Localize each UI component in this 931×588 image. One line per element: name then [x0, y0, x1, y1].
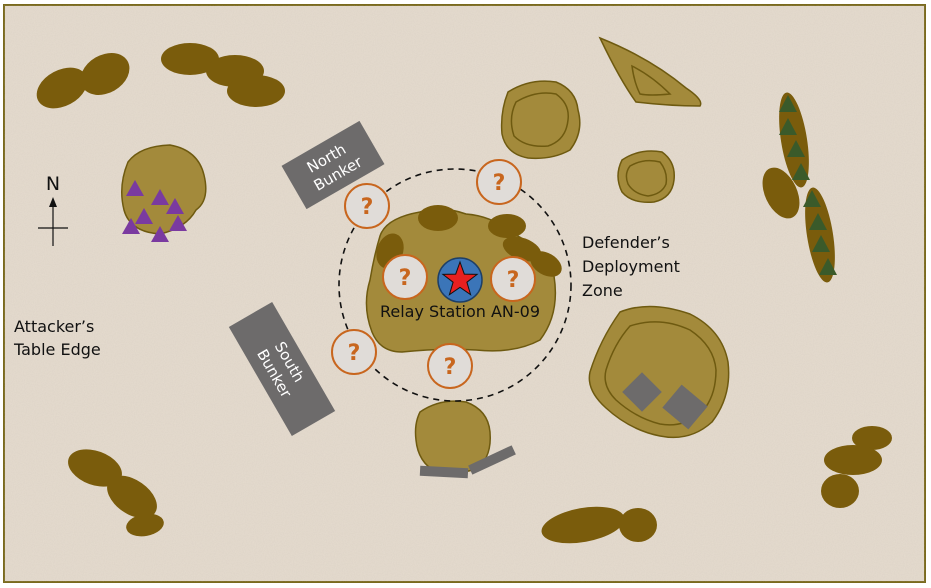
unknown-markers: ? ? ? ? ? ? — [331, 159, 536, 389]
unknown-marker-ring — [331, 329, 377, 375]
question-icon: ? — [493, 171, 506, 196]
unknown-marker[interactable]: ? — [427, 343, 473, 389]
unknown-marker-ring — [427, 343, 473, 389]
unknown-marker-ring — [490, 256, 536, 302]
deployment-zone-circle — [338, 168, 572, 402]
defender-zone-line-3: Zone — [582, 281, 623, 300]
purple-unit-icon — [169, 215, 187, 231]
tree-markers — [779, 95, 837, 275]
unknown-marker[interactable]: ? — [344, 183, 390, 229]
rock — [619, 508, 657, 542]
tree-icon — [779, 95, 797, 112]
hill-triangle-inner — [631, 64, 672, 96]
rock — [824, 445, 882, 475]
compass-label: N — [46, 173, 60, 195]
tree-icon — [792, 163, 810, 180]
rocks — [36, 43, 892, 544]
objective-label: Relay Station AN-09 — [380, 302, 540, 321]
tree-icon — [803, 190, 821, 207]
rock — [126, 513, 164, 537]
attacker-edge-line-2: Table Edge — [13, 340, 101, 359]
unknown-marker-ring — [476, 159, 522, 205]
unknown-marker[interactable]: ? — [331, 329, 377, 375]
rock — [530, 251, 562, 277]
compass-arrow-icon — [49, 197, 57, 207]
hill-north-center-inner — [510, 92, 569, 148]
north-bunker: North Bunker — [281, 120, 385, 210]
question-icon: ? — [444, 355, 457, 380]
forest-strip — [779, 92, 809, 188]
rock — [107, 475, 157, 519]
purple-unit-icon — [126, 180, 144, 196]
tree-icon — [809, 213, 827, 230]
tree-icon — [787, 140, 805, 157]
rock — [68, 449, 122, 487]
question-icon: ? — [507, 268, 520, 293]
question-icon: ? — [361, 195, 374, 220]
north-bunker-shape — [281, 120, 385, 210]
purple-unit-icon — [151, 189, 169, 205]
tree-icon — [779, 118, 797, 135]
rock — [821, 474, 859, 508]
unknown-marker-ring — [344, 183, 390, 229]
hill-small-inner — [625, 159, 668, 197]
rock — [762, 167, 800, 219]
purple-units — [122, 180, 187, 242]
forest-strip — [805, 187, 835, 283]
defender-zone-line-1: Defender’s — [582, 233, 670, 252]
compass: N — [38, 173, 68, 246]
forest — [779, 92, 837, 283]
objective[interactable] — [437, 257, 483, 303]
attacker-edge-line-1: Attacker’s — [14, 317, 94, 336]
unknown-marker-ring — [382, 254, 428, 300]
defender-zone-label: Defender’s Deployment Zone — [582, 233, 685, 300]
unknown-marker[interactable]: ? — [476, 159, 522, 205]
question-icon: ? — [399, 266, 412, 291]
tree-icon — [812, 235, 830, 252]
south-bunker-shape — [228, 301, 336, 437]
hill-southeast-inner — [604, 321, 717, 426]
rock — [488, 214, 526, 238]
rock — [80, 53, 130, 95]
wall-segment — [468, 445, 516, 475]
rock — [36, 67, 88, 109]
rock — [418, 205, 458, 231]
defender-zone-line-2: Deployment — [582, 257, 680, 276]
purple-unit-icon — [151, 226, 169, 242]
star-icon — [441, 260, 479, 296]
ruin-block — [622, 372, 662, 412]
wall-segment — [419, 465, 469, 479]
purple-unit-icon — [135, 208, 153, 224]
rock — [161, 43, 219, 75]
unknown-marker[interactable]: ? — [490, 256, 536, 302]
rock — [227, 75, 285, 107]
rock — [852, 426, 892, 450]
question-icon: ? — [348, 341, 361, 366]
hill-triangle — [598, 36, 702, 107]
unknown-marker[interactable]: ? — [382, 254, 428, 300]
tree-icon — [819, 258, 837, 275]
purple-unit-icon — [166, 198, 184, 214]
attacker-edge-label: Attacker’s Table Edge — [13, 317, 101, 359]
purple-unit-icon — [122, 218, 140, 234]
rock — [541, 506, 625, 544]
ruin-block — [662, 384, 708, 430]
ruins — [419, 372, 708, 479]
